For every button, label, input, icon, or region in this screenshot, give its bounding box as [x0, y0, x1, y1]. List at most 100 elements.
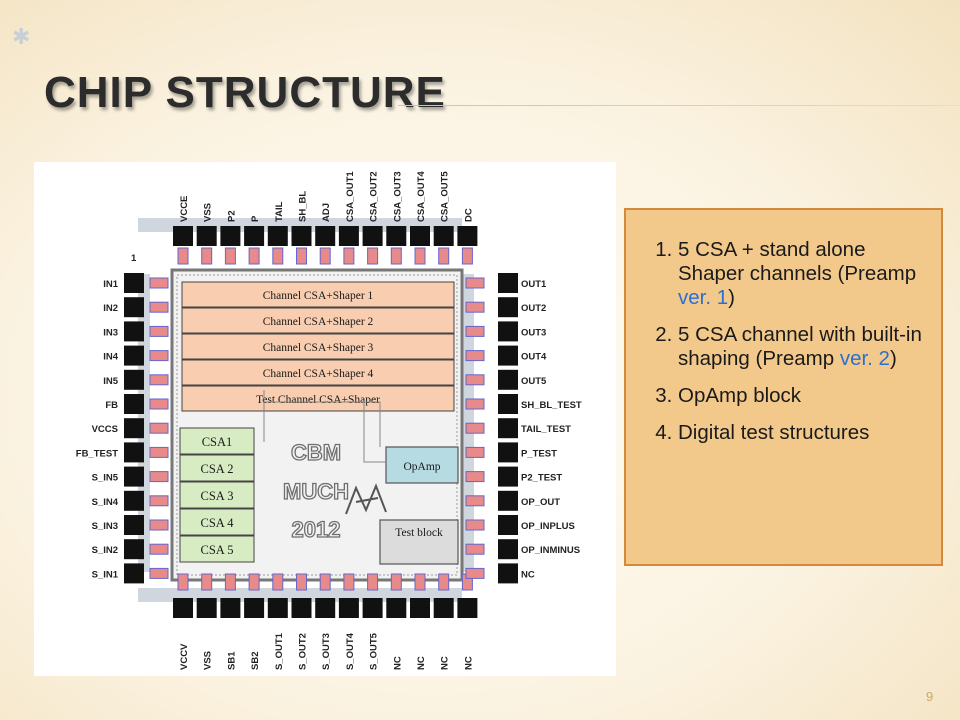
feature-item-2-close: ) — [889, 347, 897, 370]
top-esd-cell — [390, 247, 402, 265]
top-pad — [291, 226, 312, 246]
right-pad — [498, 442, 518, 463]
left-pad — [124, 321, 144, 342]
feature-item-3: OpAmp block — [678, 384, 933, 408]
top-pad — [410, 226, 430, 246]
title-divider — [398, 105, 960, 106]
right-pin-label: OUT5 — [521, 376, 547, 387]
right-pad — [498, 563, 518, 584]
page-number: 9 — [926, 689, 934, 704]
bottom-esd-cell — [367, 573, 379, 591]
logo-line-2: MUCH — [283, 479, 349, 504]
feature-item-4: Digital test structures — [678, 421, 933, 445]
feature-item-2-text: 5 CSA channel with built-in shaping (Pre… — [678, 323, 922, 370]
bottom-pin-label: NC — [463, 656, 474, 670]
left-esd-cell — [149, 277, 169, 289]
top-esd-cell — [177, 247, 189, 265]
top-pin-label: CSA_OUT4 — [416, 171, 427, 222]
bottom-pin-label: NC — [440, 656, 451, 670]
feature-list: 5 CSA + stand alone Shaper channels (Pre… — [626, 210, 941, 445]
top-esd-cell — [414, 247, 426, 265]
left-pad — [124, 369, 144, 390]
left-esd-cell — [149, 519, 169, 531]
right-esd-cell — [465, 325, 485, 337]
right-pad — [498, 418, 518, 439]
bottom-pad — [173, 598, 193, 618]
channel-row — [181, 333, 455, 360]
core-inner-ring — [176, 274, 458, 576]
left-pin-row: IN1IN2IN3IN4IN5FBVCCSFB_TESTS_IN5S_IN4S_… — [76, 273, 169, 584]
top-esd-cell — [248, 247, 260, 265]
bottom-esd-cell — [438, 573, 450, 591]
feature-item-1-close: ) — [728, 286, 735, 309]
right-esd-cell — [465, 301, 485, 313]
feature-item-1-text: 5 CSA + stand alone Shaper channels (Pre… — [678, 238, 917, 285]
right-pad — [498, 466, 518, 487]
channel-label: Channel CSA+Shaper 1 — [263, 290, 374, 302]
right-pin-label: OUT3 — [521, 327, 546, 338]
test-block-label: Test block — [395, 527, 443, 539]
left-esd-cell — [149, 567, 169, 579]
bottom-pin-label: S_OUT3 — [321, 633, 332, 670]
right-esd-cell — [465, 519, 485, 531]
left-pad — [124, 394, 144, 414]
right-pad — [498, 297, 518, 318]
right-esd-cell — [465, 374, 485, 386]
left-esd-cell — [149, 471, 169, 483]
bottom-pin-label: NC — [416, 656, 427, 670]
bottom-pad — [457, 598, 478, 618]
bottom-pad — [410, 598, 430, 618]
right-pad — [498, 345, 518, 366]
top-pin-label: P2 — [226, 210, 237, 222]
top-pin-label: DC — [463, 208, 474, 222]
top-esd-cell — [438, 247, 450, 265]
bottom-esd-cell — [414, 573, 426, 591]
top-pin-label: SH_BL — [298, 191, 309, 222]
right-esd-cell — [465, 471, 485, 483]
bottom-pad — [362, 598, 383, 618]
bottom-esd-cell — [296, 573, 307, 591]
left-esd-cell — [149, 495, 169, 507]
opamp-block — [385, 446, 459, 484]
bottom-esd-cell — [248, 573, 260, 591]
left-pin-label: S_IN5 — [92, 473, 119, 484]
left-pin-label: VCCS — [92, 424, 118, 435]
logo-line-1: CBM — [291, 440, 341, 465]
feature-item-2-version: ver. 2 — [839, 347, 890, 370]
right-pad — [498, 369, 518, 390]
top-esd-cell — [224, 247, 236, 265]
left-pin-label: IN4 — [103, 352, 119, 363]
cbm-much-logo: CBM MUCH 2012 — [282, 439, 387, 543]
right-esd-cell — [465, 567, 485, 579]
left-pad — [124, 563, 144, 584]
csa-label: CSA 3 — [200, 489, 233, 503]
right-pin-label: OUT2 — [521, 303, 546, 314]
top-pad — [457, 226, 478, 246]
top-pad — [267, 226, 288, 246]
feature-item-1-version: ver. 1 — [678, 286, 729, 309]
bottom-pin-label: S_OUT1 — [274, 632, 285, 670]
test-block — [379, 519, 459, 565]
channel-label: Channel CSA+Shaper 4 — [263, 368, 374, 380]
csa-label: CSA 2 — [200, 462, 233, 476]
top-pin-label: CSA_OUT5 — [440, 171, 451, 222]
top-pin-label: VCCE — [179, 196, 190, 222]
bottom-pin-label: VSS — [203, 651, 214, 670]
top-esd-cell — [319, 247, 331, 265]
top-esd-cell — [201, 247, 213, 265]
feature-item-1: 5 CSA + stand alone Shaper channels (Pre… — [678, 238, 933, 310]
top-esd-cell — [343, 247, 355, 265]
channel-row — [181, 307, 455, 334]
left-pin-label: IN2 — [103, 303, 118, 314]
bottom-pad — [433, 598, 454, 618]
right-pin-label: P_TEST — [521, 448, 557, 459]
top-esd-cell — [272, 247, 284, 265]
right-esd-cell — [465, 543, 485, 555]
channel-row — [181, 281, 455, 308]
right-pad — [498, 273, 518, 293]
bottom-pad — [291, 598, 312, 618]
